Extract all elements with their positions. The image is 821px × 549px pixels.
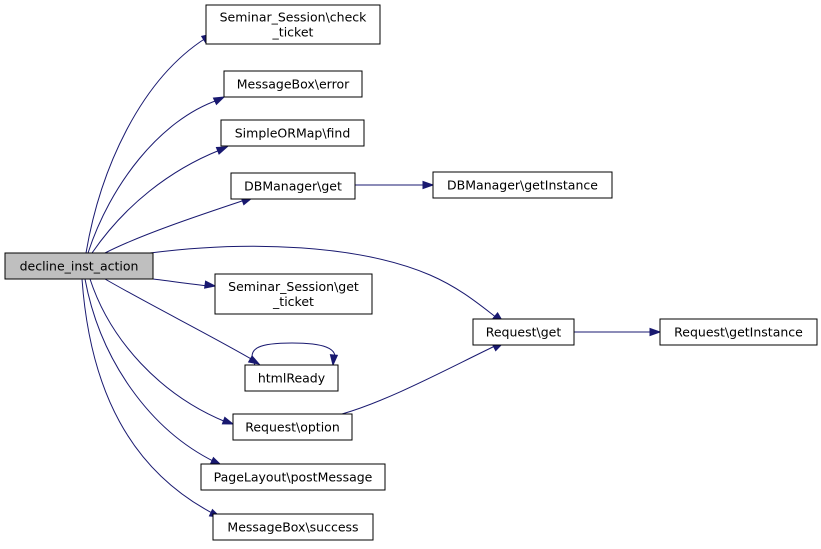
node-box-req_getinst[interactable] [659,318,818,346]
node-check_ticket[interactable]: Seminar_Session\check_ticket [205,4,381,45]
node-mb_success[interactable]: MessageBox\success [212,513,374,541]
arrowhead-root-to-mb_error [212,96,226,106]
node-box-db_get[interactable] [230,172,356,200]
node-orm_find[interactable]: SimpleORMap\find [220,119,365,147]
arrowhead-root-to-orm_find [215,146,229,155]
node-box-req_option[interactable] [232,413,353,441]
node-root[interactable]: decline_inst_action [4,252,154,280]
node-box-mb_success[interactable] [212,513,374,541]
node-box-post_message[interactable] [200,463,386,491]
node-box-get_ticket[interactable] [214,273,373,315]
node-box-htmlready[interactable] [244,364,339,392]
edge-root-to-get_ticket [152,278,210,287]
edge-root-to-mb_success [81,278,215,515]
node-label-check_ticket: Seminar_Session\check [220,10,368,25]
edge-htmlready-to-htmlready [251,342,336,366]
edge-root-to-htmlready [104,278,254,361]
node-htmlready[interactable]: htmlReady [244,364,339,392]
node-label-htmlready: htmlReady [258,371,326,386]
node-req_get[interactable]: Request\get [472,318,575,346]
arrowhead-root-to-req_option [221,416,235,425]
edge-root-to-mb_error [87,99,219,254]
node-box-db_getinst[interactable] [432,171,613,199]
node-label-req_option: Request\option [245,420,340,435]
node-get_ticket[interactable]: Seminar_Session\get_ticket [214,273,373,315]
node-label-root: decline_inst_action [20,259,139,274]
arrowhead-req_get-to-req_getinst [649,327,662,337]
node-label-db_get: DBManager\get [244,179,342,194]
node-label-db_getinst: DBManager\getInstance [447,178,598,193]
node-label-mb_success: MessageBox\success [227,520,358,535]
node-label-mb_error: MessageBox\error [237,77,350,92]
edge-root-to-orm_find [91,149,221,254]
node-box-root[interactable] [4,252,154,280]
node-mb_error[interactable]: MessageBox\error [223,70,363,98]
edge-root-to-req_option [89,278,227,423]
node-label-orm_find: SimpleORMap\find [235,126,351,141]
node-label-post_message: PageLayout\postMessage [214,470,373,485]
node-db_get[interactable]: DBManager\get [230,172,356,200]
arrowhead-htmlready-to-htmlready [329,354,339,367]
nodes-layer: decline_inst_action Seminar_Session\check… [4,4,818,541]
node-post_message[interactable]: PageLayout\postMessage [200,463,386,491]
node-req_option[interactable]: Request\option [232,413,353,441]
node-label-get_ticket: Seminar_Session\get [228,279,359,294]
node-req_getinst[interactable]: Request\getInstance [659,318,818,346]
node-db_getinst[interactable]: DBManager\getInstance [432,171,613,199]
edge-root-to-db_get [104,199,246,254]
node-label-get_ticket: _ticket [272,294,314,309]
arrowhead-root-to-get_ticket [204,280,217,289]
node-box-mb_error[interactable] [223,70,363,98]
node-label-req_get: Request\get [486,325,562,340]
arrowhead-db_get-to-db_getinst [422,180,435,190]
edge-root-to-post_message [84,278,216,463]
node-box-req_get[interactable] [472,318,575,346]
edge-req_option-to-req_get [341,344,498,415]
node-label-check_ticket: _ticket [272,25,314,40]
edge-root-to-check_ticket [85,37,207,254]
node-box-orm_find[interactable] [220,119,365,147]
node-label-req_getinst: Request\getInstance [674,325,803,340]
node-box-check_ticket[interactable] [205,4,381,45]
edge-root-to-req_get [149,245,498,319]
